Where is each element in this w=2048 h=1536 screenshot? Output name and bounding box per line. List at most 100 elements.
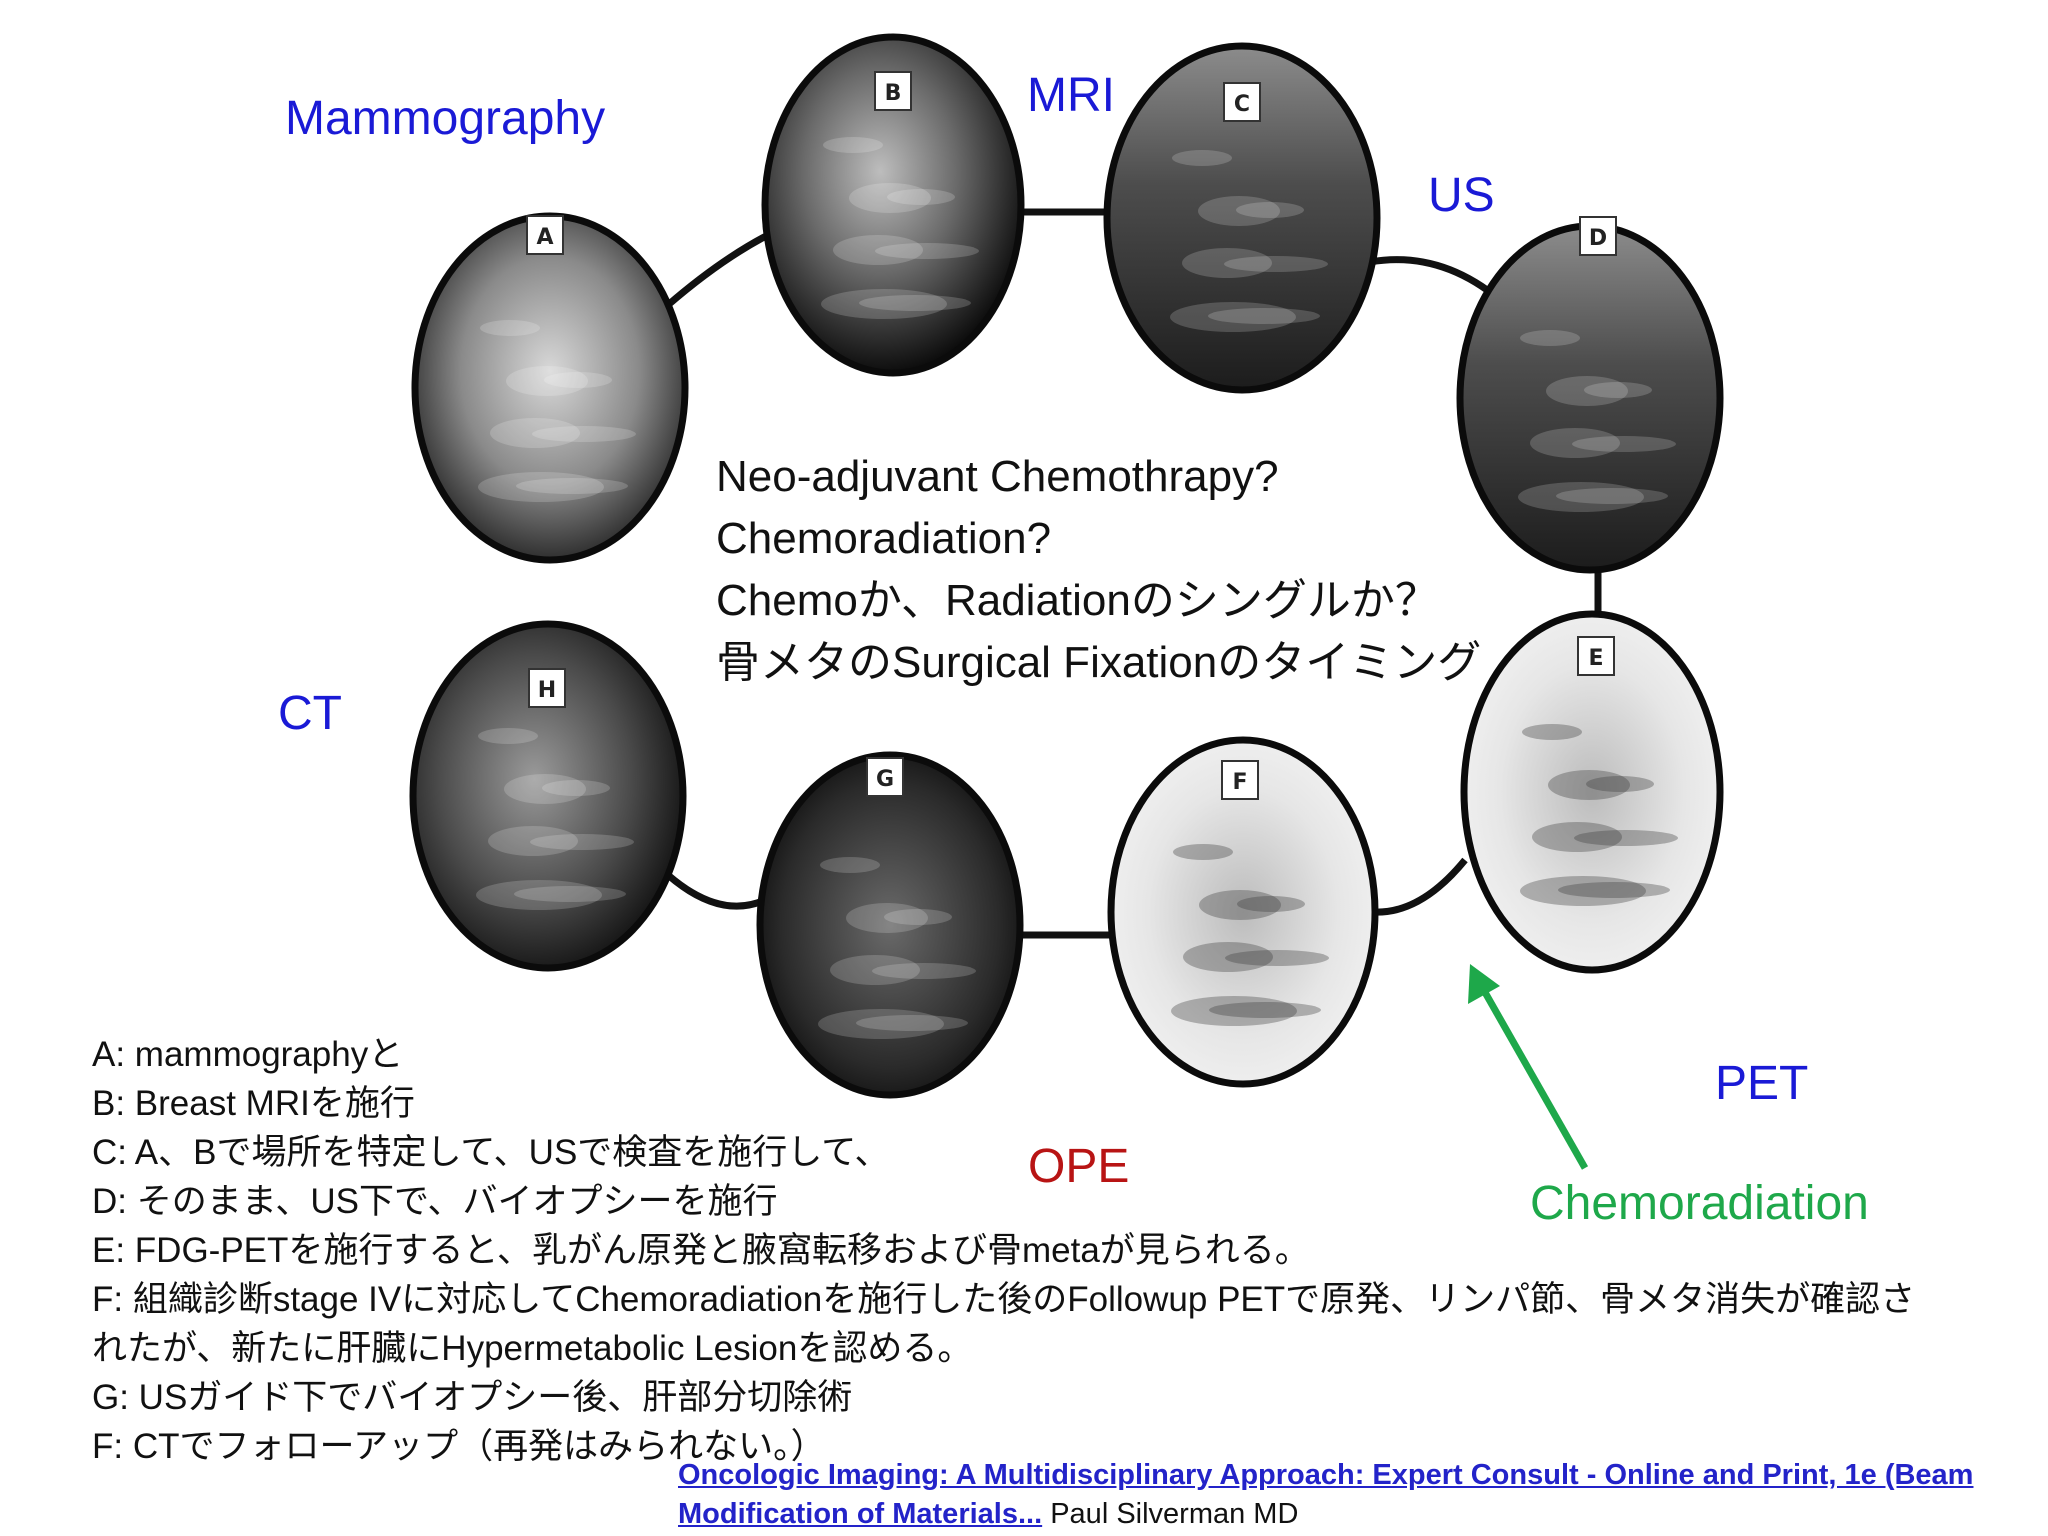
texture-mark [846,903,928,933]
image-oval-b: B [761,33,1025,377]
texture-mark [506,366,588,396]
texture-mark [1520,330,1580,346]
texture-mark [1532,822,1622,852]
texture-mark [849,183,931,213]
texture-mark [1548,770,1630,800]
image-letter: F [1232,770,1247,795]
texture-mark [833,235,923,265]
texture-mark [504,774,586,804]
question-line: Chemoradiation? [716,514,1052,563]
image-letter: H [538,678,556,703]
image-letter-badge [1577,636,1615,676]
image-letter-badge [866,757,904,797]
texture-mark [1584,382,1652,398]
image-oval-frame [756,751,1024,1099]
note-line: E: FDG-PETを施行すると、乳がん原発と腋窩転移および骨metaが見られる… [92,1231,1310,1270]
texture-mark [1574,830,1678,846]
citation-author: Paul Silverman MD [1042,1498,1299,1530]
texture-mark [1518,482,1644,512]
texture-mark [1225,950,1329,966]
texture-mark [1172,150,1232,166]
texture-mark [1170,302,1296,332]
image-letter-badge [874,71,912,111]
image-letter-badge [1579,216,1617,256]
image-letter: B [885,81,902,106]
label-ct: CT [278,687,342,740]
texture-mark [1556,488,1668,504]
texture-mark [820,857,880,873]
image-oval-frame [1107,736,1379,1088]
connector-line [1369,256,1503,303]
image-oval-frame [1103,42,1381,394]
texture-mark [1183,942,1273,972]
image-oval-f: F [1107,736,1379,1088]
texture-mark [887,189,955,205]
step-notes: A: mammographyと B: Breast MRIを施行 C: A、Bで… [92,1030,1972,1471]
label-chemoradiation: Chemoradiation [1530,1177,1869,1230]
texture-mark [1173,844,1233,860]
label-pet: PET [1715,1057,1809,1110]
texture-mark [516,478,628,494]
texture-mark [544,372,612,388]
texture-mark [1199,890,1281,920]
question-line: Neo-adjuvant Chemothrapy? [716,452,1279,501]
texture-mark [830,955,920,985]
texture-mark [1208,308,1320,324]
citation-link[interactable]: Oncologic Imaging: A Multidisciplinary A… [678,1459,1974,1530]
image-letter: D [1589,226,1607,251]
image-letter-badge [526,215,564,255]
connector-line [665,872,767,910]
image-oval-a: A [411,212,689,564]
texture-mark [1530,428,1620,458]
texture-mark [488,826,578,856]
texture-mark [480,320,540,336]
image-letter: C [1234,92,1250,117]
texture-mark [530,834,634,850]
texture-mark [818,1009,944,1039]
image-oval-c: C [1103,42,1381,394]
texture-mark [478,728,538,744]
question-line: 骨メタのSurgical Fixationのタイミング [716,638,1482,687]
texture-mark [1171,996,1297,1026]
texture-mark [1198,196,1280,226]
note-line: F: 組織診断stage IVに対応してChemoradiationを施行した後… [92,1280,1916,1368]
clinical-questions: Neo-adjuvant Chemothrapy? Chemoradiation… [716,446,1556,694]
label-ope: OPE [1028,1140,1130,1193]
note-line: F: CTでフォローアップ（再発はみられない。） [92,1427,826,1466]
label-us: US [1428,169,1495,222]
texture-mark [476,880,602,910]
question-line: Chemoか、Radiationのシングルか？ [716,576,1439,625]
texture-mark [542,780,610,796]
image-letter: A [536,225,553,250]
image-letter-badge [1223,82,1261,122]
note-line: C: A、Bで場所を特定して、USで検査を施行して、 [92,1133,890,1172]
texture-mark [856,1015,968,1031]
texture-mark [490,418,580,448]
citation: Oncologic Imaging: A Multidisciplinary A… [678,1456,1978,1534]
connector-line [665,231,770,308]
image-oval-frame [1460,610,1724,974]
image-oval-g: G [756,751,1024,1099]
image-letter-badge [1221,760,1259,800]
image-oval-e: E [1460,610,1724,974]
image-oval-h: H [409,620,687,972]
chemoradiation-arrow [1468,964,1589,1170]
connector-line [1371,857,1468,916]
image-letter: E [1588,646,1603,671]
image-ovals: A B C D E F G H [409,33,1724,1099]
texture-mark [1237,896,1305,912]
texture-mark [1520,876,1646,906]
texture-mark [875,243,979,259]
texture-mark [1572,436,1676,452]
label-mammography: Mammography [285,92,606,145]
connector-lines [665,208,1602,939]
texture-mark [821,289,947,319]
texture-mark [514,886,626,902]
image-letter-badge [528,668,566,708]
texture-mark [1558,882,1670,898]
note-line: B: Breast MRIを施行 [92,1084,415,1123]
texture-mark [872,963,976,979]
texture-mark [1586,776,1654,792]
